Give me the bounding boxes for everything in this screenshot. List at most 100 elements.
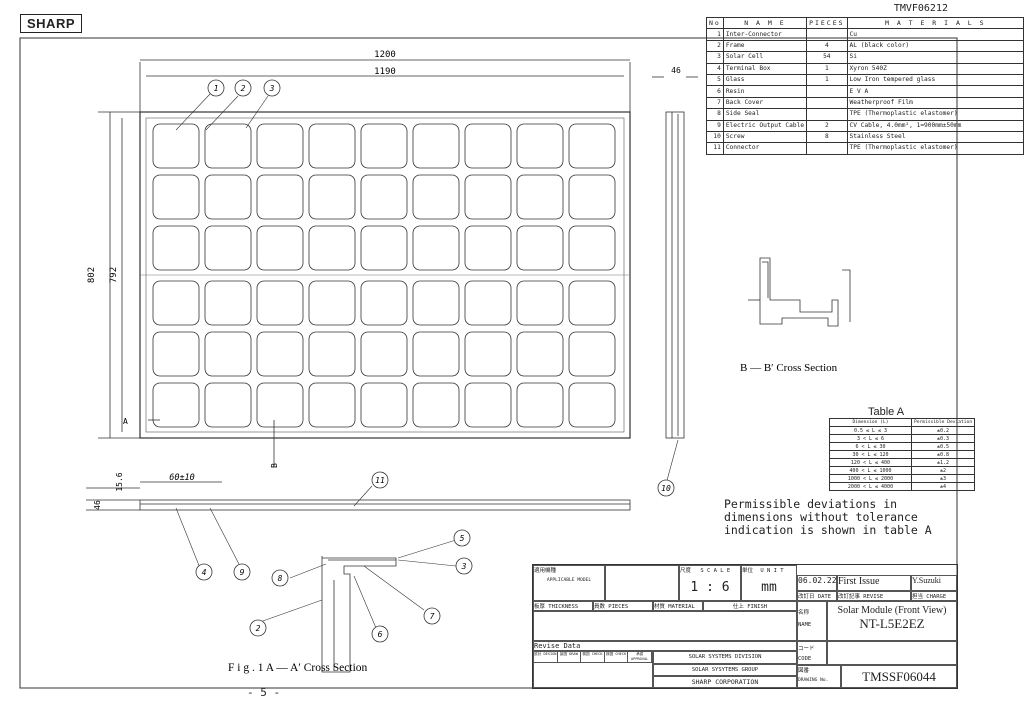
col-dimension: Dimension (L) xyxy=(829,418,912,427)
solar-cell xyxy=(360,123,408,169)
tolerance-cell-d: 120 < L ≤ 400 xyxy=(829,458,912,467)
callout-circle xyxy=(233,563,251,581)
materials-cell-no: 2 xyxy=(706,39,724,53)
tolerance-cell-d: 30 < L ≤ 120 xyxy=(829,450,912,459)
date-cell: 06.02.22 xyxy=(797,575,837,591)
charge-cell: Y.Suzuki xyxy=(911,575,957,591)
division-cell: SOLAR SYSTEMS DIVISION xyxy=(653,651,797,664)
tolerance-cell-v: ±1.2 xyxy=(910,458,976,467)
materials-cell-name: Screw xyxy=(722,130,808,144)
dim-depth: 46 xyxy=(671,66,681,75)
solar-cell xyxy=(412,174,460,220)
corp-cell: SHARP CORPORATION xyxy=(653,676,797,688)
tolerance-row: 120 < L ≤ 400±1.2 xyxy=(829,458,976,467)
dim-height-inner: 792 xyxy=(109,267,119,283)
drawing-label: DRAWING No. xyxy=(798,678,829,683)
callout-number: 2 xyxy=(241,84,246,93)
callout-circle xyxy=(195,563,213,581)
materials-cell-name: Inter-Connector xyxy=(722,28,808,41)
callout-number: 9 xyxy=(240,568,245,577)
module-front-view xyxy=(139,111,631,439)
callout-circle xyxy=(455,557,473,575)
solar-cell xyxy=(464,174,512,220)
tolerance-cell-d: 2000 < L ≤ 4000 xyxy=(829,482,912,491)
materials-cell-pcs: 1 xyxy=(806,73,848,87)
solar-cell xyxy=(516,331,564,377)
solar-cell xyxy=(152,331,200,377)
solar-cell xyxy=(256,123,304,169)
col-pieces: PIECES xyxy=(806,16,848,30)
materials-cell-name: Side Seal xyxy=(722,108,808,121)
code-label: CODE xyxy=(798,656,812,662)
solar-cell xyxy=(464,225,512,271)
scale-label: S C A L E xyxy=(700,568,731,574)
solar-cell xyxy=(308,174,356,220)
tolerance-cell-v: ±0.5 xyxy=(910,442,976,451)
caption-bb: B — B′ Cross Section xyxy=(740,362,838,374)
signature-label: 承認 APPROVAL xyxy=(628,652,652,662)
callout-circle xyxy=(263,79,281,97)
charge-label: 担当 CHARGE xyxy=(912,594,947,600)
solar-cell xyxy=(360,382,408,428)
pieces-label: 員数 PIECES xyxy=(594,604,629,610)
solar-cell xyxy=(464,123,512,169)
callout-circle xyxy=(657,479,675,497)
code-value-cell xyxy=(827,641,957,665)
materials-cell-no: 7 xyxy=(706,96,724,110)
solar-cell xyxy=(568,123,616,169)
sharp-logo: SHARP xyxy=(20,14,83,33)
solar-cell xyxy=(568,280,616,326)
tolerance-row: 0.5 ≤ L ≤ 3±0.2 xyxy=(829,426,976,435)
materials-cell-mat: AL (black color) xyxy=(846,39,1024,53)
callout-number: 3 xyxy=(461,562,467,571)
caption-aa: F i g . 1 A — A′ Cross Section xyxy=(228,662,368,674)
callout-number: 4 xyxy=(202,568,207,577)
materials-cell-name: Glass xyxy=(722,73,808,87)
tolerance-cell-d: 6 < L ≤ 30 xyxy=(829,442,912,451)
drawing-jp: 図番 xyxy=(798,668,810,674)
materials-cell-name: Frame xyxy=(722,39,808,53)
callout-number: 5 xyxy=(460,534,465,543)
name-label-cell: 名称 NAME xyxy=(797,601,827,641)
materials-cell-mat: Xyron 540Z xyxy=(846,62,1024,75)
unit-jp: 単位 xyxy=(742,568,754,574)
tolerance-row: 1000 < L ≤ 2000±3 xyxy=(829,474,976,483)
solar-cell xyxy=(464,382,512,428)
materials-cell-pcs xyxy=(806,142,848,155)
solar-cell xyxy=(412,382,460,428)
materials-cell-pcs xyxy=(806,28,848,41)
tolerance-cell-v: ±3 xyxy=(910,474,976,483)
callout-number: 3 xyxy=(269,84,275,93)
tolerance-row: 2000 < L ≤ 4000±4 xyxy=(829,482,976,491)
tolerance-row: 30 < L ≤ 120±0.8 xyxy=(829,450,976,459)
material-label: 材質 MATERIAL xyxy=(654,604,695,610)
applicable-jp: 適用機種 xyxy=(534,568,557,574)
name-value-cell: Solar Module (Front View) NT-L5E2EZ xyxy=(827,601,957,641)
callout-number: 2 xyxy=(256,624,261,633)
solar-cell xyxy=(516,225,564,271)
callout-circle xyxy=(423,607,441,625)
document-code: TMVF06212 xyxy=(893,3,948,14)
solar-cell xyxy=(308,123,356,169)
solar-cell xyxy=(308,382,356,428)
drawing-label-cell: 図番 DRAWING No. xyxy=(797,665,841,688)
revise-label: 改訂記事 REVISE xyxy=(838,594,884,600)
solar-cell xyxy=(464,280,512,326)
solar-cell xyxy=(256,280,304,326)
materials-cell-mat: TPE (Thermoplastic elastomer) xyxy=(846,108,1024,121)
solar-cell xyxy=(516,382,564,428)
solar-cell xyxy=(412,123,460,169)
solar-cell xyxy=(256,225,304,271)
section-label-a: A xyxy=(123,417,128,426)
model-number: NT-L5E2EZ xyxy=(859,616,925,631)
material-cell: 材質 MATERIAL xyxy=(653,601,703,611)
solar-cell xyxy=(308,280,356,326)
